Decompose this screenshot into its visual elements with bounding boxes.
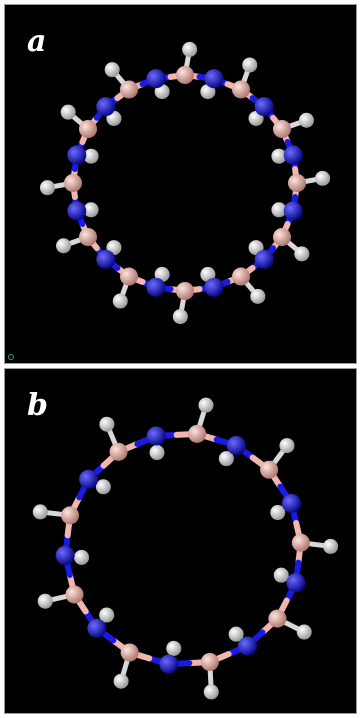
hydrogen-atom: [182, 41, 198, 57]
hydrogens: [32, 397, 339, 700]
hydrogen-atom: [95, 479, 111, 495]
boron-atom: [232, 267, 250, 286]
panel-b: b: [4, 368, 357, 714]
boron-atom: [288, 174, 306, 192]
boron-atom: [260, 460, 279, 479]
boron-atom: [232, 80, 250, 99]
nitrogen-atom: [146, 426, 166, 446]
hydrogen-atom: [203, 684, 219, 700]
hydrogens: [39, 41, 331, 325]
hydrogen-atom: [74, 549, 90, 565]
nitrogen-atom: [254, 249, 274, 269]
nitrogen-atom: [237, 636, 257, 656]
panel-label-a: a: [27, 24, 47, 59]
ring-atoms: [64, 66, 306, 300]
hydrogen-atom: [250, 288, 266, 304]
boron-atom: [65, 585, 84, 604]
ring-atoms: [55, 424, 310, 674]
nitrogen-atom: [286, 573, 306, 593]
boron-atom: [272, 228, 291, 246]
boron-atom: [79, 228, 98, 246]
hydrogen-atom: [270, 505, 286, 521]
hydrogen-atom: [112, 293, 128, 309]
hydrogen-atom: [323, 538, 339, 554]
nitrogen-atom: [283, 201, 303, 221]
hydrogen-atom: [37, 593, 53, 609]
hydrogen-atom: [294, 246, 310, 262]
molecule-ring-b: [32, 397, 339, 700]
nitrogen-atom: [226, 436, 246, 456]
hydrogen-atom: [56, 238, 72, 254]
boron-atom: [176, 282, 194, 300]
hydrogen-atom: [39, 180, 55, 196]
hydrogen-atom: [83, 148, 99, 164]
nitrogen-atom: [79, 469, 99, 489]
nitrogen-atom: [96, 249, 116, 269]
hydrogen-atom: [172, 309, 188, 325]
nitrogen-atom: [282, 493, 302, 513]
hydrogen-atom: [315, 170, 331, 186]
hydrogen-atom: [242, 57, 258, 73]
hydrogen-atom: [218, 451, 234, 467]
nitrogen-atom: [55, 545, 75, 565]
nitrogen-atom: [67, 201, 87, 221]
nitrogen-atom: [159, 654, 179, 674]
hydrogen-atom: [271, 202, 287, 218]
boron-atom: [188, 424, 207, 443]
nitrogen-atom: [283, 145, 303, 165]
boron-atom: [176, 66, 194, 84]
nitrogen-atom: [87, 618, 107, 638]
boron-atom: [61, 506, 80, 525]
ring-bonds: [62, 430, 304, 668]
nitrogen-atom: [204, 69, 224, 89]
hydrogen-atom: [296, 624, 312, 640]
hydrogen-atom: [166, 640, 182, 656]
hydrogen-atom: [228, 626, 244, 642]
boron-atom: [109, 442, 128, 461]
panel-label-b: b: [27, 388, 48, 423]
boron-atom: [268, 609, 287, 628]
boron-atom: [120, 643, 139, 662]
nitrogen-atom: [96, 97, 116, 117]
hydrogen-atom: [32, 504, 48, 520]
nitrogen-atom: [204, 277, 224, 297]
panel-a: a: [4, 4, 357, 364]
boron-atom: [272, 120, 291, 138]
hydrogen-atom: [279, 438, 295, 454]
hydrogen-atom: [149, 445, 165, 461]
boron-atom: [291, 533, 310, 552]
hydrogen-atom: [83, 202, 99, 218]
hydrogen-atom: [99, 607, 115, 623]
axes-indicator-icon: [8, 354, 14, 360]
hydrogen-atom: [198, 397, 214, 413]
nitrogen-atom: [146, 277, 166, 297]
nitrogen-atom: [67, 145, 87, 165]
boron-atom: [120, 80, 138, 99]
hydrogen-atom: [273, 567, 289, 583]
boron-atom: [200, 652, 219, 671]
hydrogen-atom: [298, 112, 314, 128]
boron-atom: [79, 120, 98, 138]
nitrogen-atom: [254, 97, 274, 117]
boron-atom: [120, 267, 138, 286]
hydrogen-atom: [104, 62, 120, 78]
boron-atom: [64, 174, 82, 192]
hydrogen-atom: [60, 104, 76, 120]
molecule-ring-a: [39, 41, 331, 325]
hydrogen-atom: [99, 416, 115, 432]
hydrogen-atom: [113, 673, 129, 689]
hydrogen-atom: [271, 148, 287, 164]
nitrogen-atom: [146, 69, 166, 89]
